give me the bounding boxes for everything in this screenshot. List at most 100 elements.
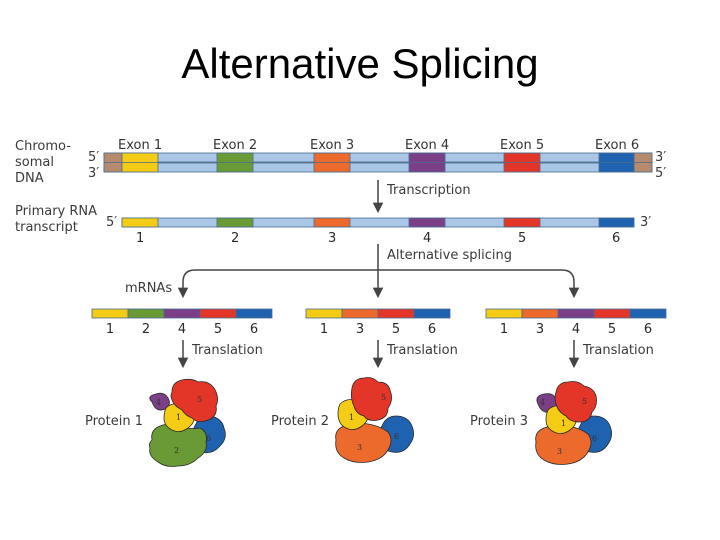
mrna-2-exon-1 [305, 308, 343, 319]
exon-label-5: Exon 5 [500, 138, 544, 153]
primary-rna-end-left: 5′ [106, 215, 117, 230]
mrna-1-number-5: 5 [214, 322, 222, 337]
protein-label-3: Protein 3 [470, 414, 528, 429]
dna-label-line-2: somal [15, 155, 54, 170]
mrna-1-exon-1 [91, 308, 129, 319]
protein-1-number-1: 1 [176, 413, 181, 422]
mrna-2-exon-5 [377, 308, 415, 319]
mrna-2-number-3: 3 [356, 322, 364, 337]
protein-3-number-3: 3 [557, 447, 562, 456]
protein-3-domain-5 [554, 381, 597, 423]
protein-1-domain-5 [170, 378, 218, 422]
translation-label-3: Translation [582, 343, 654, 358]
mrna-layer: 1 2 4 5 6 1 3 5 6 1 3 4 5 6 [91, 308, 667, 337]
protein-2-number-5: 5 [381, 393, 386, 402]
protein-1-illustration: 1 2 4 5 6 [148, 378, 226, 467]
protein-1-number-5: 5 [197, 395, 202, 404]
protein-1-number-2: 2 [174, 446, 179, 455]
primary-rna-intron [121, 217, 635, 228]
mrna-1-number-6: 6 [250, 322, 258, 337]
primary-rna-number-5: 5 [518, 231, 526, 246]
primary-rna-strand [121, 217, 635, 228]
exon-label-3: Exon 3 [310, 138, 354, 153]
mrna-1: 1 2 4 5 6 [91, 308, 273, 337]
mrna-3-number-5: 5 [608, 322, 616, 337]
primary-rna-exon-6 [598, 217, 635, 228]
primary-rna-exon-4 [408, 217, 446, 228]
primary-rna-label-line-1: Primary RNA [15, 204, 97, 219]
primary-rna-end-right: 3′ [640, 215, 651, 230]
mrna-2-exon-6 [413, 308, 451, 319]
mrna-1-exon-6 [235, 308, 273, 319]
protein-2-illustration: 1 3 5 6 [335, 377, 414, 463]
dna-bottom-strand-intron [103, 162, 653, 173]
translation-label-2: Translation [386, 343, 458, 358]
primary-rna-label-line-2: transcript [15, 220, 78, 235]
protein-3-domain-3 [535, 424, 592, 465]
protein-2-number-1: 1 [349, 413, 354, 422]
mrna-3-number-4: 4 [572, 322, 580, 337]
mrna-2-number-5: 5 [392, 322, 400, 337]
mrna-2-number-6: 6 [428, 322, 436, 337]
dna-label-line-1: Chromo- [15, 139, 71, 154]
protein-3-number-4: 4 [540, 398, 545, 407]
exon-label-6: Exon 6 [595, 138, 639, 153]
primary-rna-number-6: 6 [612, 231, 620, 246]
exon-label-4: Exon 4 [405, 138, 449, 153]
mrna-1-exon-2 [127, 308, 165, 319]
mrna-1-exon-5 [199, 308, 237, 319]
exon-label-2: Exon 2 [213, 138, 257, 153]
mrna-3-number-1: 1 [500, 322, 508, 337]
primary-rna-exon-5 [503, 217, 541, 228]
mrna-1-exon-4 [163, 308, 201, 319]
primary-rna-number-4: 4 [423, 231, 431, 246]
primary-rna-number-1: 1 [136, 231, 144, 246]
protein-2-domain-3 [335, 422, 392, 463]
mrna-2: 1 3 5 6 [305, 308, 451, 337]
protein-3-number-1: 1 [561, 419, 566, 428]
dna-top-strand-intron [103, 152, 653, 163]
dna-end-bottom-right: 5′ [655, 166, 666, 181]
splicing-label: Alternative splicing [387, 248, 512, 263]
mrnas-label: mRNAs [125, 281, 172, 296]
transcription-label: Transcription [386, 183, 471, 198]
translation-label-1: Translation [191, 343, 263, 358]
protein-1-number-6: 6 [206, 434, 211, 443]
protein-2-domain-5 [350, 377, 392, 421]
protein-2-number-6: 6 [394, 432, 399, 441]
splicing-arrows [177, 244, 580, 299]
mrna-3-number-3: 3 [536, 322, 544, 337]
protein-3-number-6: 6 [592, 434, 597, 443]
mrna-1-number-1: 1 [106, 322, 114, 337]
protein-label-2: Protein 2 [271, 414, 329, 429]
mrna-3-exon-1 [485, 308, 523, 319]
mrna-3-exon-3 [521, 308, 559, 319]
dna-end-top-right: 3′ [655, 150, 666, 165]
mrna-3: 1 3 4 5 6 [485, 308, 667, 337]
dna-label-line-3: DNA [15, 171, 44, 186]
primary-rna-exon-2 [216, 217, 254, 228]
dna-end-bottom-left: 3′ [88, 166, 99, 181]
primary-rna-exon-1 [121, 217, 159, 228]
mrna-1-number-2: 2 [142, 322, 150, 337]
protein-3-illustration: 1 3 4 5 6 [535, 381, 612, 465]
slide-title: Alternative Splicing [181, 40, 539, 87]
mrna-3-exon-5 [593, 308, 631, 319]
mrna-3-exon-4 [557, 308, 595, 319]
primary-rna-number-3: 3 [328, 231, 336, 246]
protein-2-number-3: 3 [357, 443, 362, 452]
primary-rna-exon-3 [313, 217, 351, 228]
dna-strands [103, 152, 653, 173]
primary-rna-number-2: 2 [231, 231, 239, 246]
mrna-3-number-6: 6 [644, 322, 652, 337]
protein-label-1: Protein 1 [85, 414, 143, 429]
protein-3-number-5: 5 [582, 397, 587, 406]
protein-1-domain-4 [149, 392, 170, 411]
mrna-2-exon-3 [341, 308, 379, 319]
mrna-3-exon-6 [629, 308, 667, 319]
dna-end-top-left: 5′ [88, 150, 99, 165]
mrna-2-number-1: 1 [320, 322, 328, 337]
mrna-1-number-4: 4 [178, 322, 186, 337]
protein-1-number-4: 4 [156, 398, 161, 407]
